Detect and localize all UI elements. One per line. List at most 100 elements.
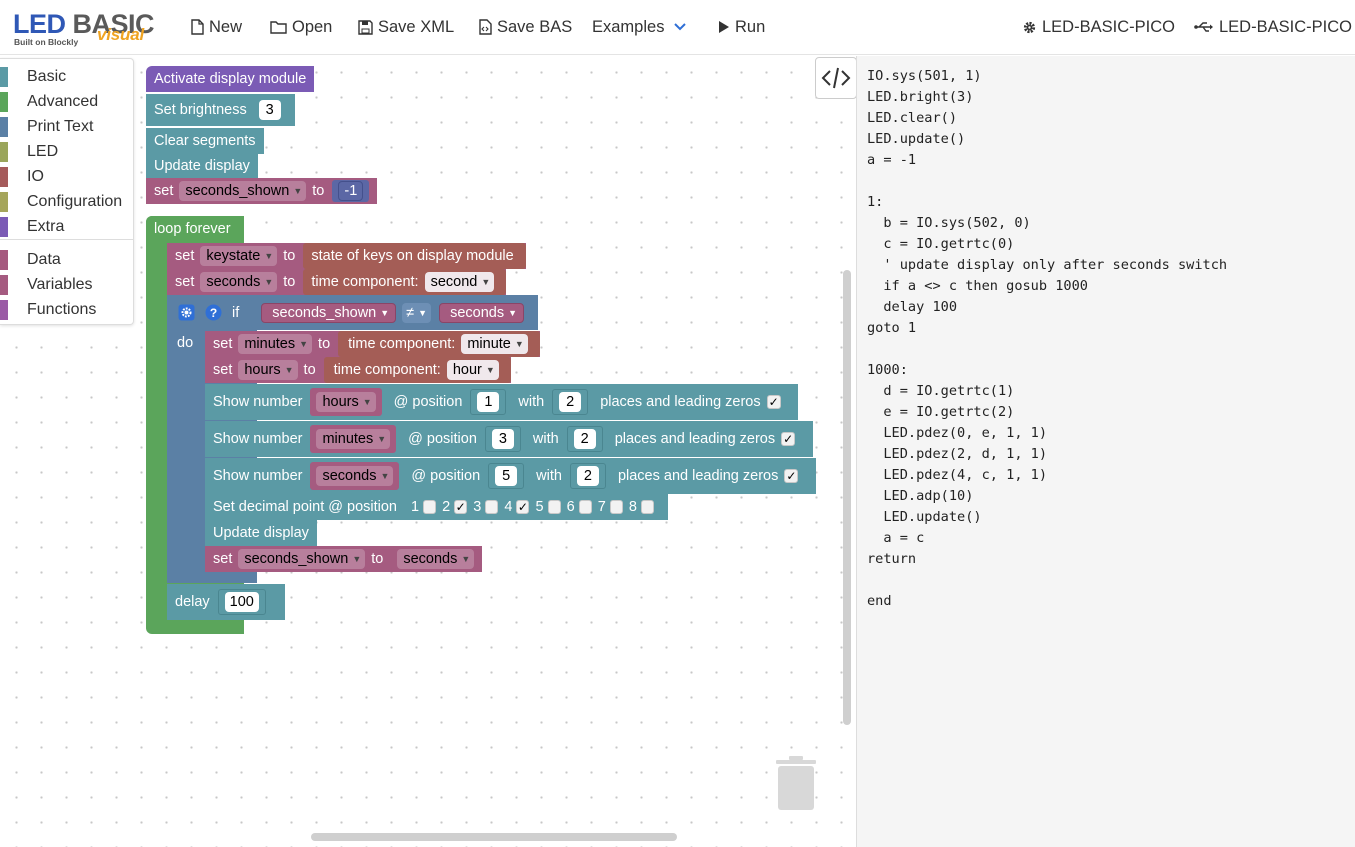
loop-forever-block[interactable]: loop forever <box>146 216 239 242</box>
compare-block[interactable]: seconds_shown▼ ≠▼ seconds▼ <box>251 297 534 328</box>
dp-checkbox-1[interactable] <box>423 500 437 514</box>
position-input[interactable]: 5 <box>495 466 518 486</box>
show-number-seconds-block[interactable]: Show number seconds▼ @ position 5 with 2… <box>205 458 816 494</box>
dp-checkbox-8[interactable] <box>640 500 654 514</box>
category-swatch <box>0 275 8 295</box>
run-button[interactable]: Run <box>718 16 765 38</box>
dropdown-caret-icon: ▼ <box>293 186 303 196</box>
trash-icon[interactable] <box>774 756 818 812</box>
blockly-workspace[interactable]: Basic Advanced Print Text LED IO Configu… <box>0 56 855 847</box>
toolbox-category-basic[interactable]: Basic <box>0 66 133 88</box>
dp-checkbox-4[interactable]: ✓ <box>516 500 530 514</box>
set-keystate-block[interactable]: set keystate▼ to state of keys on displa… <box>167 243 526 269</box>
set-minutes-block[interactable]: set minutes▼ to time component:minute▼ <box>205 331 540 357</box>
leading-zeros-checkbox[interactable]: ✓ <box>784 469 799 483</box>
places-input[interactable]: 2 <box>559 392 582 412</box>
leading-zeros-checkbox[interactable]: ✓ <box>766 395 781 409</box>
variable-dropdown[interactable]: keystate▼ <box>200 246 278 266</box>
set-brightness-block[interactable]: Set brightness 3 <box>146 94 295 126</box>
block-label: Show number <box>213 431 303 447</box>
variable-dropdown[interactable]: seconds_shown▼ <box>261 302 397 323</box>
variable-dropdown[interactable]: seconds_shown▼ <box>179 181 307 201</box>
delay-block[interactable]: delay 100 <box>167 584 285 620</box>
vertical-scrollbar[interactable] <box>843 270 851 725</box>
position-input[interactable]: 1 <box>477 392 500 412</box>
device-connect-button[interactable]: LED-BASIC-PICO <box>1194 16 1352 38</box>
set-label: set <box>213 336 233 352</box>
update-display-block[interactable]: Update display <box>146 153 258 179</box>
dp-checkbox-2[interactable]: ✓ <box>454 500 468 514</box>
open-label: Open <box>292 17 333 36</box>
time-component-block[interactable]: time component:minute▼ <box>338 331 540 357</box>
show-number-minutes-block[interactable]: Show number minutes▼ @ position 3 with 2… <box>205 421 813 457</box>
horizontal-scrollbar[interactable] <box>311 833 677 841</box>
help-icon[interactable]: ? <box>205 304 222 321</box>
time-component-block[interactable]: time component: second▼ <box>303 269 507 295</box>
variable-dropdown[interactable]: minutes▼ <box>238 334 313 354</box>
variable-dropdown[interactable]: seconds_shown▼ <box>238 549 366 569</box>
variable-dropdown[interactable]: minutes▼ <box>316 429 391 449</box>
time-component-dropdown[interactable]: second▼ <box>424 272 495 292</box>
set-hours-block[interactable]: set hours▼ to time component:hour▼ <box>205 357 511 383</box>
position-input[interactable]: 3 <box>491 429 514 449</box>
toolbox-category-io[interactable]: IO <box>0 166 133 188</box>
time-component-dropdown[interactable]: minute▼ <box>461 334 528 354</box>
places-label: places and leading zeros <box>617 468 779 484</box>
dp-checkbox-6[interactable] <box>578 500 592 514</box>
toolbox-category-data[interactable]: Data <box>0 249 133 271</box>
save-xml-button[interactable]: Save XML <box>358 16 454 38</box>
dropdown-caret-icon: ▼ <box>485 365 495 375</box>
time-component-dropdown[interactable]: hour▼ <box>446 360 499 380</box>
toolbox-category-configuration[interactable]: Configuration <box>0 191 133 213</box>
state-of-keys-block[interactable]: state of keys on display module <box>303 243 526 269</box>
number-slot: 3 <box>484 426 521 452</box>
open-button[interactable]: Open <box>270 16 332 38</box>
set-decimal-point-block[interactable]: Set decimal point @ position 1 2✓ 3 4✓ 5… <box>205 494 668 520</box>
update-display-block-2[interactable]: Update display <box>205 520 317 546</box>
dp-checkbox-5[interactable] <box>547 500 561 514</box>
variable-dropdown[interactable]: seconds▼ <box>397 549 475 569</box>
toolbox-category-advanced[interactable]: Advanced <box>0 91 133 113</box>
generated-code-panel[interactable]: IO.sys(501, 1) LED.bright(3) LED.clear()… <box>856 56 1355 847</box>
if-block[interactable]: ? if seconds_shown▼ ≠▼ seconds▼ <box>167 295 538 330</box>
dp-checkbox-7[interactable] <box>609 500 623 514</box>
category-label: Basic <box>27 68 67 85</box>
minus-one-input[interactable]: -1 <box>338 181 364 201</box>
new-button[interactable]: New <box>190 16 242 38</box>
operator-dropdown[interactable]: ≠▼ <box>402 302 432 323</box>
device-settings-button[interactable]: LED-BASIC-PICO <box>1022 16 1175 38</box>
places-input[interactable]: 2 <box>573 429 596 449</box>
toolbox-category-led[interactable]: LED <box>0 141 133 163</box>
set-seconds-block[interactable]: set seconds▼ to time component:second▼ <box>167 269 507 295</box>
variable-dropdown[interactable]: seconds▼ <box>439 302 524 323</box>
leading-zeros-checkbox[interactable]: ✓ <box>781 432 796 446</box>
time-component-block[interactable]: time component:hour▼ <box>323 357 511 383</box>
set-seconds-shown-block-2[interactable]: set seconds_shown▼ to seconds▼ <box>205 546 483 572</box>
activate-display-block[interactable]: Activate display module <box>146 66 315 92</box>
variable-dropdown[interactable]: seconds▼ <box>316 466 394 486</box>
variable-dropdown[interactable]: hours▼ <box>316 392 376 412</box>
block-label: time component: <box>311 274 419 290</box>
dropdown-value: hour <box>452 362 482 378</box>
toolbox-category-extra[interactable]: Extra <box>0 216 133 238</box>
variable-dropdown[interactable]: seconds▼ <box>200 272 278 292</box>
clear-segments-block[interactable]: Clear segments <box>146 128 264 154</box>
toolbox-category-print-text[interactable]: Print Text <box>0 116 133 138</box>
dropdown-caret-icon: ▼ <box>418 307 428 318</box>
code-toggle-button[interactable] <box>815 57 857 99</box>
set-seconds-shown-block[interactable]: set seconds_shown▼ to -1 <box>146 178 378 204</box>
toolbox-category-variables[interactable]: Variables <box>0 274 133 296</box>
operator-value: ≠ <box>406 304 415 321</box>
gear-icon[interactable] <box>178 304 195 321</box>
variable-dropdown[interactable]: hours▼ <box>238 360 298 380</box>
toolbox-category-functions[interactable]: Functions <box>0 299 133 321</box>
save-bas-button[interactable]: Save BAS <box>478 16 572 38</box>
dp-checkbox-3[interactable] <box>485 500 499 514</box>
with-label: with <box>532 431 559 447</box>
show-number-hours-block[interactable]: Show number hours▼ @ position 1 with 2 p… <box>205 384 798 420</box>
places-input[interactable]: 2 <box>576 466 599 486</box>
brightness-value-input[interactable]: 3 <box>258 100 281 120</box>
category-label: Configuration <box>27 193 123 210</box>
examples-dropdown[interactable]: Examples <box>592 16 691 38</box>
delay-value-input[interactable]: 100 <box>224 592 259 612</box>
